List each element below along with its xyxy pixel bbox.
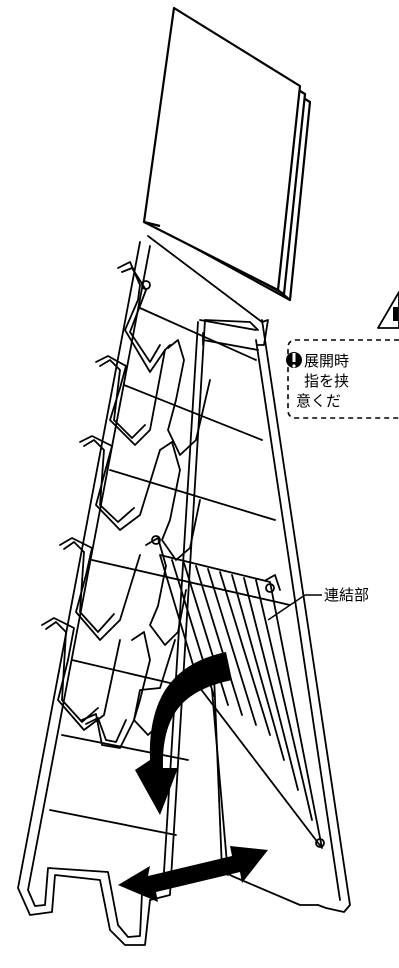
- curved-fold-arrow: [135, 652, 232, 815]
- exclamation-icon: [286, 352, 302, 368]
- warning-line-1: 展開時: [304, 352, 349, 370]
- connector-label: 連結部: [267, 586, 369, 621]
- double-headed-arrow: [118, 846, 268, 902]
- pocket-rails: [41, 261, 325, 848]
- warning-triangle-icon: [377, 291, 399, 329]
- front-frame: [17, 241, 291, 946]
- warning-line-3: 意くだ: [296, 392, 341, 410]
- rear-frame: [147, 235, 351, 913]
- warning-callout: 展開時 指を挟 意くだ: [286, 291, 399, 419]
- connector-grid: [159, 554, 323, 849]
- warning-line-2: 指を挟: [304, 372, 349, 390]
- top-board: [142, 6, 312, 302]
- connector-label-text: 連結部: [324, 586, 369, 604]
